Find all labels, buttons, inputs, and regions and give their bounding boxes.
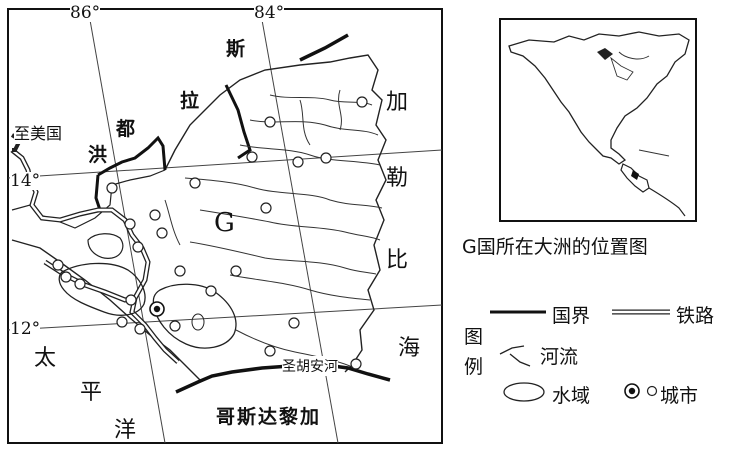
inset-graphics <box>499 18 697 222</box>
meridian-84 <box>261 19 339 444</box>
north-america-outline <box>508 31 690 165</box>
lake-small <box>87 233 124 259</box>
honduras-char-1: 洪 <box>88 144 108 166</box>
caribbean-islands <box>638 149 670 157</box>
rivers <box>164 89 383 367</box>
honduras-char-2: 都 <box>116 118 136 140</box>
main-map: 86° 84° 14° 12° G 加 勒 比 海 太 平 洋 洪 都 拉 斯 … <box>7 3 443 444</box>
capital-marker <box>149 301 165 317</box>
honduras-char-3: 拉 <box>180 90 200 112</box>
inset-caption: G国所在大洲的位置图 <box>462 236 648 258</box>
legend-river-label: 河流 <box>540 346 579 368</box>
latitude-label-12: 12° <box>10 319 41 339</box>
legend-city-symbol <box>646 385 658 397</box>
legend-symbols <box>490 309 670 402</box>
parallel-12 <box>7 304 443 331</box>
inset-map <box>499 18 697 222</box>
pacific-char-3: 洋 <box>114 418 137 443</box>
border-costa-rica <box>175 362 391 394</box>
inset-lakes <box>610 56 634 81</box>
latitude-label-14: 14° <box>10 171 41 191</box>
caribbean-char-2: 勒 <box>386 166 409 191</box>
legend-city-label: 城市 <box>660 385 699 407</box>
legend-water-label: 水域 <box>552 385 591 407</box>
legend-water-symbol <box>503 382 545 402</box>
lake-managua-region <box>58 262 146 316</box>
border-honduras-west <box>94 174 102 211</box>
legend-railway-label: 铁路 <box>676 305 715 327</box>
pacific-char-1: 太 <box>34 346 57 371</box>
border-honduras-northeast <box>299 33 349 62</box>
longitude-label-84: 84° <box>254 3 285 23</box>
meridian-86 <box>89 19 166 444</box>
south-america-edge <box>648 187 686 217</box>
inset-bay <box>618 51 650 60</box>
legend-title-char-1: 图 <box>464 326 484 348</box>
g-country-location <box>631 170 639 180</box>
pacific-char-2: 平 <box>80 380 103 405</box>
caribbean-coastline <box>164 54 387 373</box>
g-country-highlight-north <box>597 48 613 60</box>
parallel-14 <box>7 149 443 179</box>
inset-frame <box>499 18 697 222</box>
pacific-coastline <box>11 239 201 381</box>
honduras-char-4: 斯 <box>226 38 246 60</box>
legend-river-symbol <box>499 345 531 367</box>
border-honduras-north <box>224 84 252 160</box>
caribbean-char-4: 海 <box>398 336 421 361</box>
country-label: G <box>214 208 235 238</box>
border-honduras <box>97 135 167 177</box>
legend-title-char-2: 例 <box>464 356 484 378</box>
lake-nicaragua <box>152 283 237 349</box>
lake-island <box>191 313 205 331</box>
san-juan-river-label: 圣胡安河 <box>282 356 338 376</box>
caribbean-char-1: 加 <box>386 90 409 115</box>
map-frame <box>7 8 443 444</box>
legend-border-label: 国界 <box>552 305 591 327</box>
railway-to-usa-label: 至美国 <box>14 120 63 144</box>
costa-rica-label: 哥斯达黎加 <box>216 406 322 428</box>
caribbean-char-3: 比 <box>386 248 409 273</box>
longitude-label-86: 86° <box>70 3 101 23</box>
city-markers <box>52 96 368 370</box>
